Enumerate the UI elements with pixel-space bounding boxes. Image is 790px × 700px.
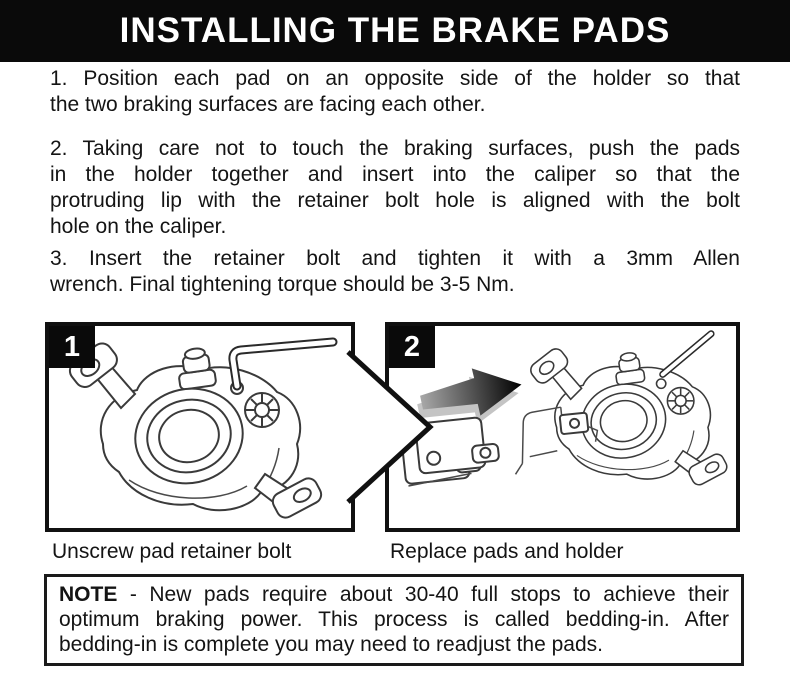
figure-1-caption: Unscrew pad retainer bolt xyxy=(52,540,292,563)
figure-2-panel xyxy=(385,322,740,532)
step-transition-arrow-icon xyxy=(346,350,434,504)
header-bar: INSTALLING THE BRAKE PADS xyxy=(0,0,790,62)
allen-key-icon xyxy=(228,337,338,391)
step-1-paragraph: 1. Position each pad on an opposite side… xyxy=(50,67,740,116)
figure-1-number-badge: 1 xyxy=(49,326,95,368)
note-label: NOTE xyxy=(59,583,118,606)
brake-pads xyxy=(400,416,500,487)
step-3-paragraph: 3. Insert the retainer bolt and tighten … xyxy=(50,247,740,296)
replace-pads-illustration xyxy=(400,330,731,489)
figure-2-number-badge: 2 xyxy=(389,326,435,368)
note-box: NOTE - New pads require about 30-40 full… xyxy=(44,574,744,666)
note-line-1: NOTE - New pads require about 30-40 full… xyxy=(59,583,729,606)
page-title: INSTALLING THE BRAKE PADS xyxy=(119,11,671,50)
figure-2-caption: Replace pads and holder xyxy=(390,540,624,563)
caliper-allen-key-illustration xyxy=(64,337,338,522)
pad-holder-spring xyxy=(514,406,599,475)
insert-arrow-icon xyxy=(417,368,522,425)
figure-1-panel xyxy=(45,322,355,532)
note-line-3: bedding-in is complete you may need to r… xyxy=(59,633,604,656)
step-2-paragraph: 2. Taking care not to touch the braking … xyxy=(50,137,740,238)
note-line-2: optimum braking power. This process is c… xyxy=(59,608,729,631)
brake-hose xyxy=(659,330,715,378)
